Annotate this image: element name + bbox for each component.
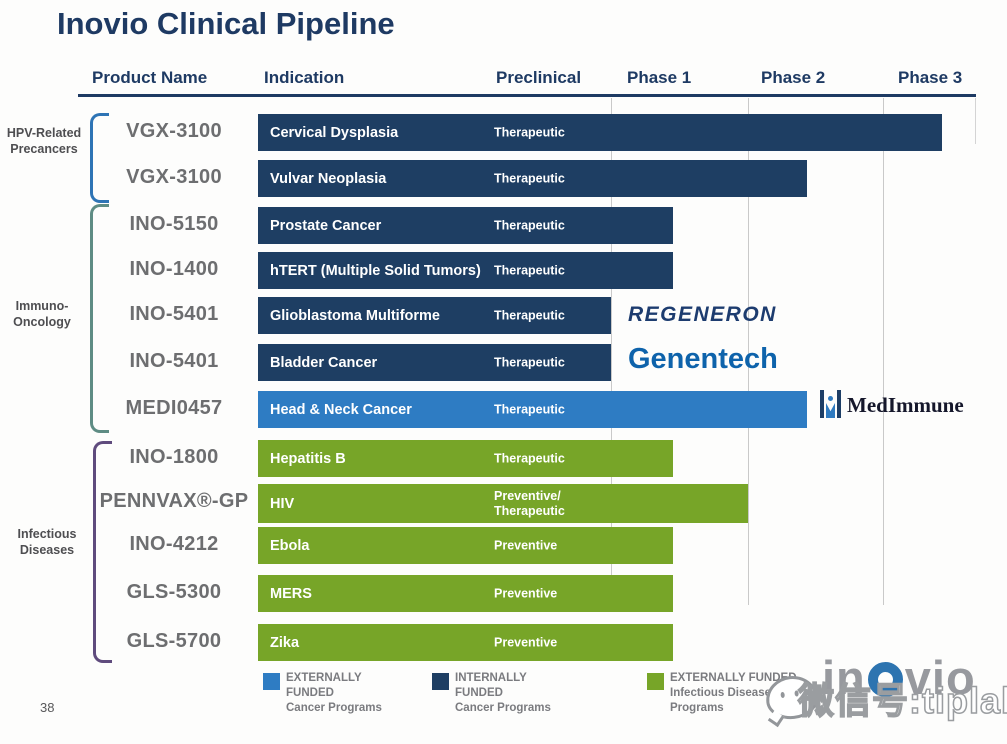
- pipeline-bar: Ebola Preventive: [258, 527, 673, 564]
- program-type-label: Therapeutic: [494, 308, 565, 322]
- indication-label: Head & Neck Cancer: [270, 401, 412, 418]
- product-name: VGX-3100: [126, 166, 222, 188]
- program-type-label: Preventive: [494, 635, 558, 649]
- pipeline-row: GLS-5700 Zika Preventive: [0, 624, 1007, 664]
- pipeline-bar: Glioblastoma Multiforme Therapeutic: [258, 297, 611, 334]
- product-name: GLS-5700: [126, 630, 222, 652]
- pipeline-row: INO-1800 Hepatitis B Therapeutic: [0, 440, 1007, 480]
- regeneron-logo: REGENERON: [628, 303, 777, 326]
- product-name: GLS-5300: [126, 581, 222, 603]
- product-name: INO-1400: [129, 258, 219, 280]
- product-name: INO-4212: [129, 533, 219, 555]
- indication-label: Zika: [270, 634, 300, 651]
- group-label-immuno-oncology: Immuno- Oncology: [13, 299, 71, 329]
- program-type-label: Therapeutic: [494, 171, 565, 185]
- legend-swatch-externally-funded-infectious: [647, 673, 664, 690]
- pipeline-bar: Bladder Cancer Therapeutic: [258, 344, 611, 381]
- product-name: MEDI0457: [125, 397, 223, 419]
- gridline-phase3-end: [975, 98, 976, 144]
- legend-swatch-internally-funded-cancer: [432, 673, 449, 690]
- indication-label: Vulvar Neoplasia: [270, 170, 387, 187]
- group-bracket-hpv: [90, 113, 109, 203]
- legend-swatch-externally-funded-cancer: [263, 673, 280, 690]
- pipeline-row: GLS-5300 MERS Preventive: [0, 575, 1007, 615]
- indication-label: Ebola: [270, 537, 310, 554]
- column-header-product-name: Product Name: [92, 68, 208, 87]
- pipeline-bar: HIV Preventive/ Therapeutic: [258, 484, 748, 523]
- indication-label: Cervical Dysplasia: [270, 124, 399, 141]
- pipeline-row: VGX-3100 Cervical Dysplasia Therapeutic: [0, 114, 1007, 154]
- program-type-label: Therapeutic: [494, 355, 565, 369]
- column-header-phase2: Phase 2: [761, 68, 826, 87]
- watermark-text: 微信号:tiplab: [797, 679, 1007, 722]
- medimmune-icon: [820, 390, 841, 418]
- program-type-label: Therapeutic: [494, 451, 565, 465]
- legend-label-externally-funded-infectious: EXTERNALLY FUNDED Infectious Disease Pro…: [670, 672, 797, 714]
- group-bracket-infectious-diseases: [93, 441, 112, 663]
- pipeline-row: INO-5401 Glioblastoma Multiforme Therape…: [0, 297, 1007, 337]
- program-type-label: Therapeutic: [494, 263, 565, 277]
- indication-label: MERS: [270, 585, 312, 602]
- program-type-label: Therapeutic: [494, 402, 565, 416]
- pipeline-row: VGX-3100 Vulvar Neoplasia Therapeutic: [0, 160, 1007, 200]
- header-divider: [78, 94, 976, 97]
- indication-label: Prostate Cancer: [270, 217, 382, 234]
- product-name: INO-5401: [129, 350, 219, 372]
- pipeline-bar: MERS Preventive: [258, 575, 673, 612]
- pipeline-bar: Cervical Dysplasia Therapeutic: [258, 114, 942, 151]
- page-number: 38: [40, 700, 55, 715]
- group-label-hpv-related-precancers: HPV-Related Precancers: [6, 126, 82, 156]
- group-label-infectious-diseases: Infectious Diseases: [17, 527, 77, 557]
- column-header-phase1: Phase 1: [627, 68, 692, 87]
- legend-label-internally-funded-cancer: INTERNALLY FUNDED Cancer Programs: [455, 672, 551, 714]
- column-header-indication: Indication: [264, 68, 345, 87]
- group-bracket-immuno-oncology: [90, 204, 109, 433]
- indication-label: Hepatitis B: [270, 450, 346, 467]
- program-type-label: Therapeutic: [494, 125, 565, 139]
- pipeline-bar: Zika Preventive: [258, 624, 673, 661]
- pipeline-row: INO-4212 Ebola Preventive: [0, 527, 1007, 567]
- indication-label: HIV: [270, 495, 295, 512]
- program-type-label: Therapeutic: [494, 218, 565, 232]
- legend-label-externally-funded-cancer: EXTERNALLY FUNDED Cancer Programs: [286, 672, 382, 714]
- pipeline-bar: hTERT (Multiple Solid Tumors) Therapeuti…: [258, 252, 673, 289]
- gridline-phase2-phase3: [883, 98, 884, 605]
- product-name: PENNVAX®-GP: [99, 490, 249, 512]
- column-header-preclinical: Preclinical: [496, 68, 582, 87]
- program-type-label: Preventive: [494, 538, 558, 552]
- indication-label: Bladder Cancer: [270, 354, 378, 371]
- pipeline-row: INO-5401 Bladder Cancer Therapeutic: [0, 344, 1007, 384]
- pipeline-row: MEDI0457 Head & Neck Cancer Therapeutic: [0, 391, 1007, 431]
- indication-label: hTERT (Multiple Solid Tumors): [270, 262, 481, 279]
- gridline-phase1-phase2: [748, 98, 749, 605]
- inovio-logo-o-icon: [867, 662, 903, 697]
- pipeline-row: INO-5150 Prostate Cancer Therapeutic: [0, 207, 1007, 247]
- pipeline-bar: Vulvar Neoplasia Therapeutic: [258, 160, 807, 197]
- pipeline-bar: Head & Neck Cancer Therapeutic: [258, 391, 807, 428]
- pipeline-bar: Hepatitis B Therapeutic: [258, 440, 673, 477]
- page-title: Inovio Clinical Pipeline: [57, 6, 395, 41]
- pipeline-row: INO-1400 hTERT (Multiple Solid Tumors) T…: [0, 252, 1007, 292]
- product-name: INO-5150: [129, 213, 219, 235]
- program-type-label: Preventive/ Therapeutic: [494, 488, 565, 518]
- product-name: VGX-3100: [126, 120, 222, 142]
- pipeline-bar: Prostate Cancer Therapeutic: [258, 207, 673, 244]
- column-header-phase3: Phase 3: [898, 68, 963, 87]
- medimmune-logo-text: MedImmune: [847, 393, 964, 417]
- genentech-logo: Genentech: [628, 343, 778, 375]
- product-name: INO-5401: [129, 303, 219, 325]
- indication-label: Glioblastoma Multiforme: [270, 307, 440, 324]
- medimmune-logo: MedImmune: [820, 390, 964, 418]
- gridline-preclinical-phase1: [611, 98, 612, 605]
- pipeline-row: PENNVAX®-GP HIV Preventive/ Therapeutic: [0, 484, 1007, 524]
- program-type-label: Preventive: [494, 586, 558, 600]
- product-name: INO-1800: [129, 446, 219, 468]
